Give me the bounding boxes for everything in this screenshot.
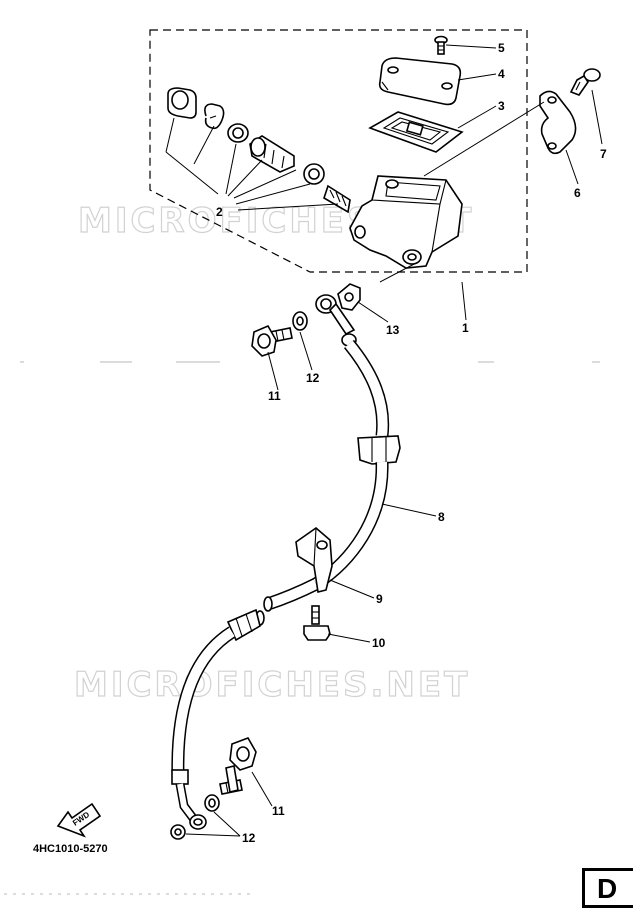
diaphragm-part-3 [368, 111, 464, 153]
callout-8: 8 [438, 510, 445, 524]
master-cylinder-part-1 [349, 175, 463, 269]
clamp-part-6 [539, 90, 577, 155]
fwd-arrow-icon: FWD [56, 802, 102, 838]
washer-part-12-lower [170, 794, 220, 840]
callout-13: 13 [386, 323, 400, 337]
union-bolt-part-11-upper [251, 324, 293, 357]
union-bolt-part-11-lower [219, 737, 257, 795]
callout-12-lower: 12 [242, 831, 256, 845]
callout-9: 9 [376, 592, 383, 606]
callout-1: 1 [462, 321, 469, 335]
page-section-letter: D [597, 873, 618, 904]
callout-11-lower: 11 [272, 804, 285, 818]
callout-5: 5 [498, 41, 505, 55]
callout-2: 2 [216, 205, 223, 219]
document-code: 4HC1010-5270 [33, 843, 108, 855]
screw-part-5 [434, 35, 448, 55]
page-section-tab: D [582, 868, 633, 908]
assembly-outline [149, 29, 528, 273]
callout-11-upper: 11 [268, 389, 281, 403]
watermark-bottom: MICROFICHES.NET [74, 665, 470, 705]
hose-clamp-part-9 [295, 526, 333, 593]
scan-noise [4, 361, 600, 895]
leader-lines [165, 44, 603, 837]
reservoir-cap-part-4 [378, 57, 462, 106]
callout-3: 3 [498, 99, 505, 113]
callout-12-upper: 12 [306, 371, 320, 385]
bolt-part-10 [303, 605, 331, 641]
piston-kit-part-2 [167, 87, 351, 214]
bolt-part-7 [569, 68, 601, 96]
stopper-part-13 [337, 283, 361, 311]
callout-10: 10 [372, 636, 386, 650]
washer-part-12-upper [292, 311, 308, 331]
callout-7: 7 [600, 147, 607, 161]
brake-hose-part-8 [171, 294, 401, 830]
callout-6: 6 [574, 186, 581, 200]
callout-4: 4 [498, 67, 505, 81]
